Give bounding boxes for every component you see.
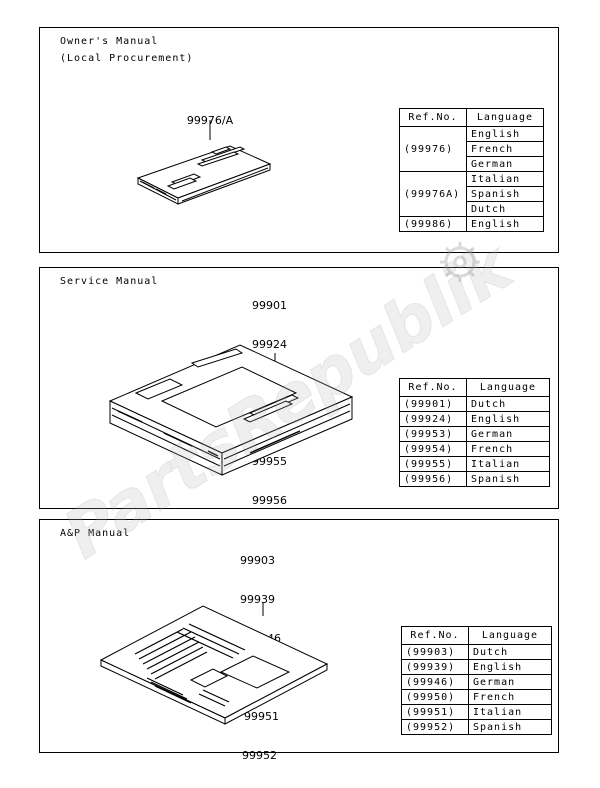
ref-cell: (99956) [399,471,467,487]
table-row: (99901)Dutch [399,396,550,412]
ref-cell: (99986) [399,216,467,232]
lang-cell: German [468,674,552,690]
table-row: (99986) English [399,216,544,232]
ap-ref-header: Ref.No. Language [401,626,552,645]
language-header: Language [468,626,552,645]
owners-manual-illustration [136,120,272,205]
lang-cell: French [468,689,552,705]
owners-ref-table: Ref.No. Language (99976) English French … [399,108,544,232]
lang-cell: English [466,411,550,427]
owners-manual-subtitle: (Local Procurement) [60,53,194,64]
lang-cell: Italian [468,704,552,720]
table-row: (99924)English [399,411,550,427]
ref-cell: (99976) [399,126,467,172]
owners-manual-title: Owner's Manual [60,36,159,47]
ref-no-header: Ref.No. [399,378,467,397]
ref-cell: (99953) [399,426,467,442]
ref-cell: (99954) [399,441,467,457]
table-row: (99954)French [399,441,550,457]
table-row: (99950)French [401,689,552,705]
table-row: (99953)German [399,426,550,442]
lang-cell: Italian [466,171,544,187]
service-callout: 99924 [252,338,287,351]
lang-cell: German [466,426,550,442]
ref-cell: (99901) [399,396,467,412]
ap-manual-illustration [99,602,329,725]
owners-ref-header: Ref.No. Language [399,108,544,127]
table-row: (99903)Dutch [401,644,552,660]
language-header: Language [466,108,544,127]
ref-cell: (99924) [399,411,467,427]
lang-cell: Italian [466,456,550,472]
ref-no-header: Ref.No. [401,626,469,645]
lang-cell: French [466,141,544,157]
lang-cell: Spanish [466,471,550,487]
ap-manual-panel: A&P Manual 99903 99939 99946 99950 99951… [39,519,559,762]
table-row: (99976) English [399,126,544,172]
ref-cell: (99950) [401,689,469,705]
service-callout: 99901 [252,299,287,312]
ref-cell: (99939) [401,659,469,675]
ap-callout: 99951 [244,710,279,723]
ref-cell: (99951) [401,704,469,720]
table-row: (99951)Italian [401,704,552,720]
ap-callout: 99952 [242,749,277,762]
service-manual-illustration [108,344,354,476]
lang-cell: English [466,216,544,232]
service-callout: 99956 [252,494,287,507]
table-row: (99976A) Italian [399,171,544,217]
table-row: (99955)Italian [399,456,550,472]
lang-cell: English [468,659,552,675]
table-row: (99946)German [401,674,552,690]
ref-cell: (99946) [401,674,469,690]
lang-cell: Spanish [466,186,544,202]
ref-cell: (99976A) [399,171,467,217]
service-manual-panel: Service Manual 99901 99924 99953 99954 9… [39,267,559,509]
ref-cell: (99955) [399,456,467,472]
table-row: (99952)Spanish [401,719,552,735]
table-row: (99939)English [401,659,552,675]
service-manual-title: Service Manual [60,276,159,287]
ap-callout: 99939 [240,593,275,606]
ap-manual-title: A&P Manual [60,528,131,539]
lang-cell: German [466,156,544,172]
lang-cell: Spanish [468,719,552,735]
ap-callout: 99903 [240,554,275,567]
ref-no-header: Ref.No. [399,108,467,127]
table-row: (99956)Spanish [399,471,550,487]
ref-cell: (99952) [401,719,469,735]
lang-cell: French [466,441,550,457]
lang-cell: Dutch [466,396,550,412]
language-header: Language [466,378,550,397]
ap-ref-table: Ref.No. Language (99903)Dutch (99939)Eng… [401,626,552,735]
service-ref-header: Ref.No. Language [399,378,550,397]
lang-cell: English [466,126,544,142]
service-ref-table: Ref.No. Language (99901)Dutch (99924)Eng… [399,378,550,487]
lang-cell: Dutch [468,644,552,660]
ref-cell: (99903) [401,644,469,660]
lang-cell: Dutch [466,201,544,217]
owners-manual-panel: Owner's Manual (Local Procurement) 99976… [39,27,559,253]
